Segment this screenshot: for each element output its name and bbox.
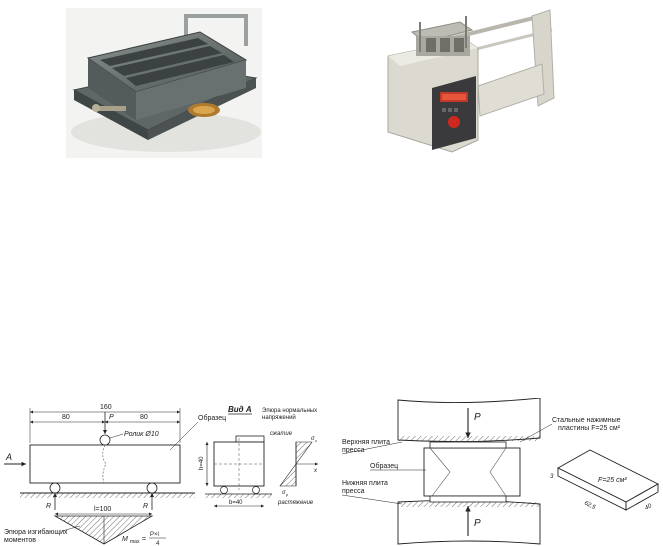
dim-40: 40	[644, 503, 653, 512]
mmax-lhs: M	[122, 536, 128, 543]
sigma-c-sub: с	[315, 438, 317, 443]
lower-plate-label: Нижняя плита пресса	[342, 480, 390, 495]
arrow-a: A	[5, 452, 12, 462]
specimen-label: Образец	[198, 414, 226, 422]
area-label: F=25 см²	[598, 477, 627, 484]
bending-test-diagram: 160 80 80 P Ролик Ø10 Образец A R R l=10…	[4, 404, 319, 546]
mmax-sub: max	[130, 539, 140, 545]
axis-x: x	[313, 468, 318, 474]
compression-label: сжатие	[270, 431, 293, 437]
tension-label: растяжение	[277, 500, 314, 506]
compression-test-diagram: P P Верхняя плита пресса Образец Нижняя …	[341, 398, 659, 545]
width-label: b=40	[229, 500, 243, 506]
mmax-den: 4	[156, 541, 160, 546]
steel-plates-label: Стальные нажимные пластины F=25 см²	[552, 417, 622, 432]
dim-3: 3	[550, 474, 554, 480]
force-top: P	[474, 412, 481, 423]
moment-label: Эпюра изгибающих моментов	[4, 528, 70, 544]
reaction-right: R	[143, 503, 148, 510]
dim-left: 80	[62, 414, 70, 421]
sigma-t: σ	[282, 490, 286, 496]
dim-right: 80	[140, 414, 148, 421]
view-a-title: Вид А	[228, 405, 252, 414]
sigma-c: σ	[311, 436, 315, 442]
sigma-t-sub: р	[286, 492, 289, 497]
height-label: h=40	[199, 456, 205, 470]
stress-title: Эпюра нормальных напряжений	[262, 408, 319, 421]
force-bottom: P	[474, 518, 481, 529]
mould-photo	[66, 8, 262, 158]
reaction-left: R	[46, 503, 51, 510]
testing-machine-photo	[382, 2, 562, 160]
specimen-label-2: Образец	[370, 462, 398, 470]
roller-label: Ролик Ø10	[124, 431, 159, 438]
span-label: l=100	[94, 506, 111, 513]
mmax-num: P×l	[150, 532, 159, 538]
force-p: P	[109, 414, 114, 421]
upper-plate-label: Верхняя плита пресса	[342, 439, 392, 454]
svg-text:=: =	[142, 536, 146, 543]
dim-625: 62,5	[583, 500, 597, 511]
dim-total: 160	[100, 404, 112, 411]
